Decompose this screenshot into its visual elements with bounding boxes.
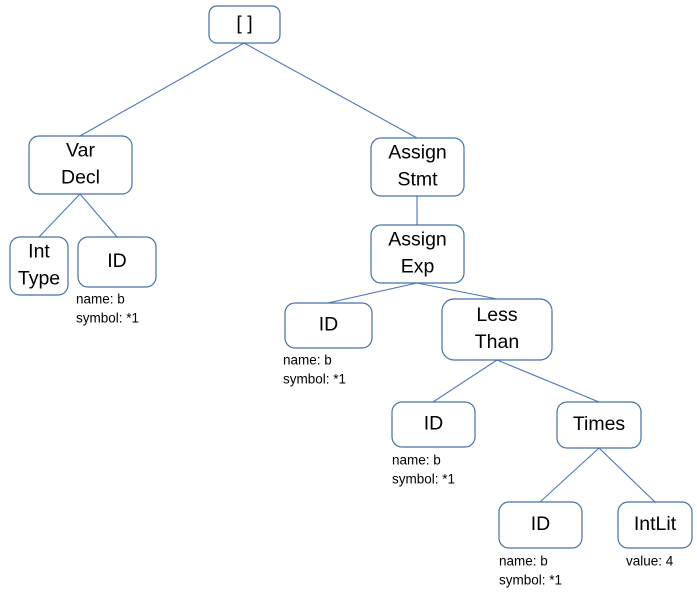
tree-edge-lessthan-to-times	[496, 359, 600, 403]
node-label-assignexp-line1: Assign	[388, 229, 447, 251]
node-label-assignstmt-line2: Stmt	[397, 169, 438, 191]
tree-node-intlit[interactable]: IntLit	[617, 501, 693, 549]
annotation-id1-line1: name: b	[76, 292, 125, 307]
node-label-inttype-line1: Int	[28, 241, 50, 263]
tree-edge-root-to-vardecl	[79, 42, 245, 137]
node-box-id1[interactable]	[77, 236, 157, 288]
node-label-id2: ID	[319, 314, 339, 336]
node-box-vardecl[interactable]	[28, 135, 133, 195]
node-annotation-id2: name: b symbol: *1	[283, 353, 346, 387]
node-box-lessthan[interactable]	[441, 298, 553, 361]
node-box-root[interactable]	[208, 5, 281, 44]
tree-node-id3[interactable]: ID	[391, 401, 476, 448]
node-label-root: [ ]	[236, 13, 252, 35]
tree-edge-root-to-assignstmt	[243, 42, 418, 139]
node-box-assignexp[interactable]	[370, 224, 465, 284]
node-box-intlit[interactable]	[617, 501, 693, 549]
tree-node-id2[interactable]: ID	[284, 302, 373, 349]
node-label-lessthan-line1: Less	[476, 304, 517, 326]
node-annotation-id3: name: b symbol: *1	[392, 453, 455, 487]
edges-layer	[38, 42, 656, 503]
node-box-assignstmt[interactable]	[370, 137, 465, 197]
node-box-times[interactable]	[556, 401, 642, 449]
tree-node-times[interactable]: Times	[556, 401, 642, 449]
tree-edge-assignexp-to-lessthan	[416, 282, 498, 300]
tree-edge-assignexp-to-id2	[327, 282, 418, 304]
tree-node-id4[interactable]: ID	[498, 501, 583, 549]
node-box-id2[interactable]	[284, 302, 373, 349]
node-label-id4: ID	[531, 513, 551, 535]
node-label-assignstmt-line1: Assign	[388, 142, 447, 164]
node-label-vardecl-line1: Var	[66, 140, 95, 162]
annotation-id2-line1: name: b	[283, 353, 332, 368]
node-annotation-id4: name: b symbol: *1	[499, 554, 562, 588]
tree-node-root[interactable]: [ ]	[208, 5, 281, 44]
node-label-lessthan-line2: Than	[475, 331, 519, 353]
annotation-id4-line2: symbol: *1	[499, 573, 562, 588]
tree-edge-vardecl-to-id1	[79, 193, 118, 238]
annotation-id1-line2: symbol: *1	[76, 311, 139, 326]
node-annotation-intlit: value: 4	[626, 554, 674, 569]
node-label-vardecl-line2: Decl	[61, 167, 100, 189]
node-box-id4[interactable]	[498, 501, 583, 549]
node-label-id1: ID	[107, 250, 127, 272]
nodes-layer: [ ]VarDeclAssignStmtIntTypeIDAssignExpID…	[9, 5, 693, 549]
annotation-id3-line1: name: b	[392, 453, 441, 468]
node-label-times: Times	[573, 413, 626, 435]
tree-node-id1[interactable]: ID	[77, 236, 157, 288]
node-annotation-id1: name: b symbol: *1	[76, 292, 139, 326]
annotation-id2-line2: symbol: *1	[283, 372, 346, 387]
annotation-id4-line1: name: b	[499, 554, 548, 569]
node-label-intlit: IntLit	[634, 513, 677, 535]
node-label-inttype-line2: Type	[18, 268, 60, 290]
tree-edge-lessthan-to-id3	[432, 359, 498, 403]
annotation-intlit-line1: value: 4	[626, 554, 674, 569]
tree-edge-times-to-intlit	[598, 447, 656, 503]
annotation-id3-line2: symbol: *1	[392, 472, 455, 487]
node-label-id3: ID	[424, 413, 444, 435]
node-box-inttype[interactable]	[9, 236, 69, 296]
node-label-assignexp-line2: Exp	[401, 256, 435, 278]
tree-edge-vardecl-to-inttype	[38, 193, 81, 238]
node-box-id3[interactable]	[391, 401, 476, 448]
tree-edge-times-to-id4	[539, 447, 600, 503]
